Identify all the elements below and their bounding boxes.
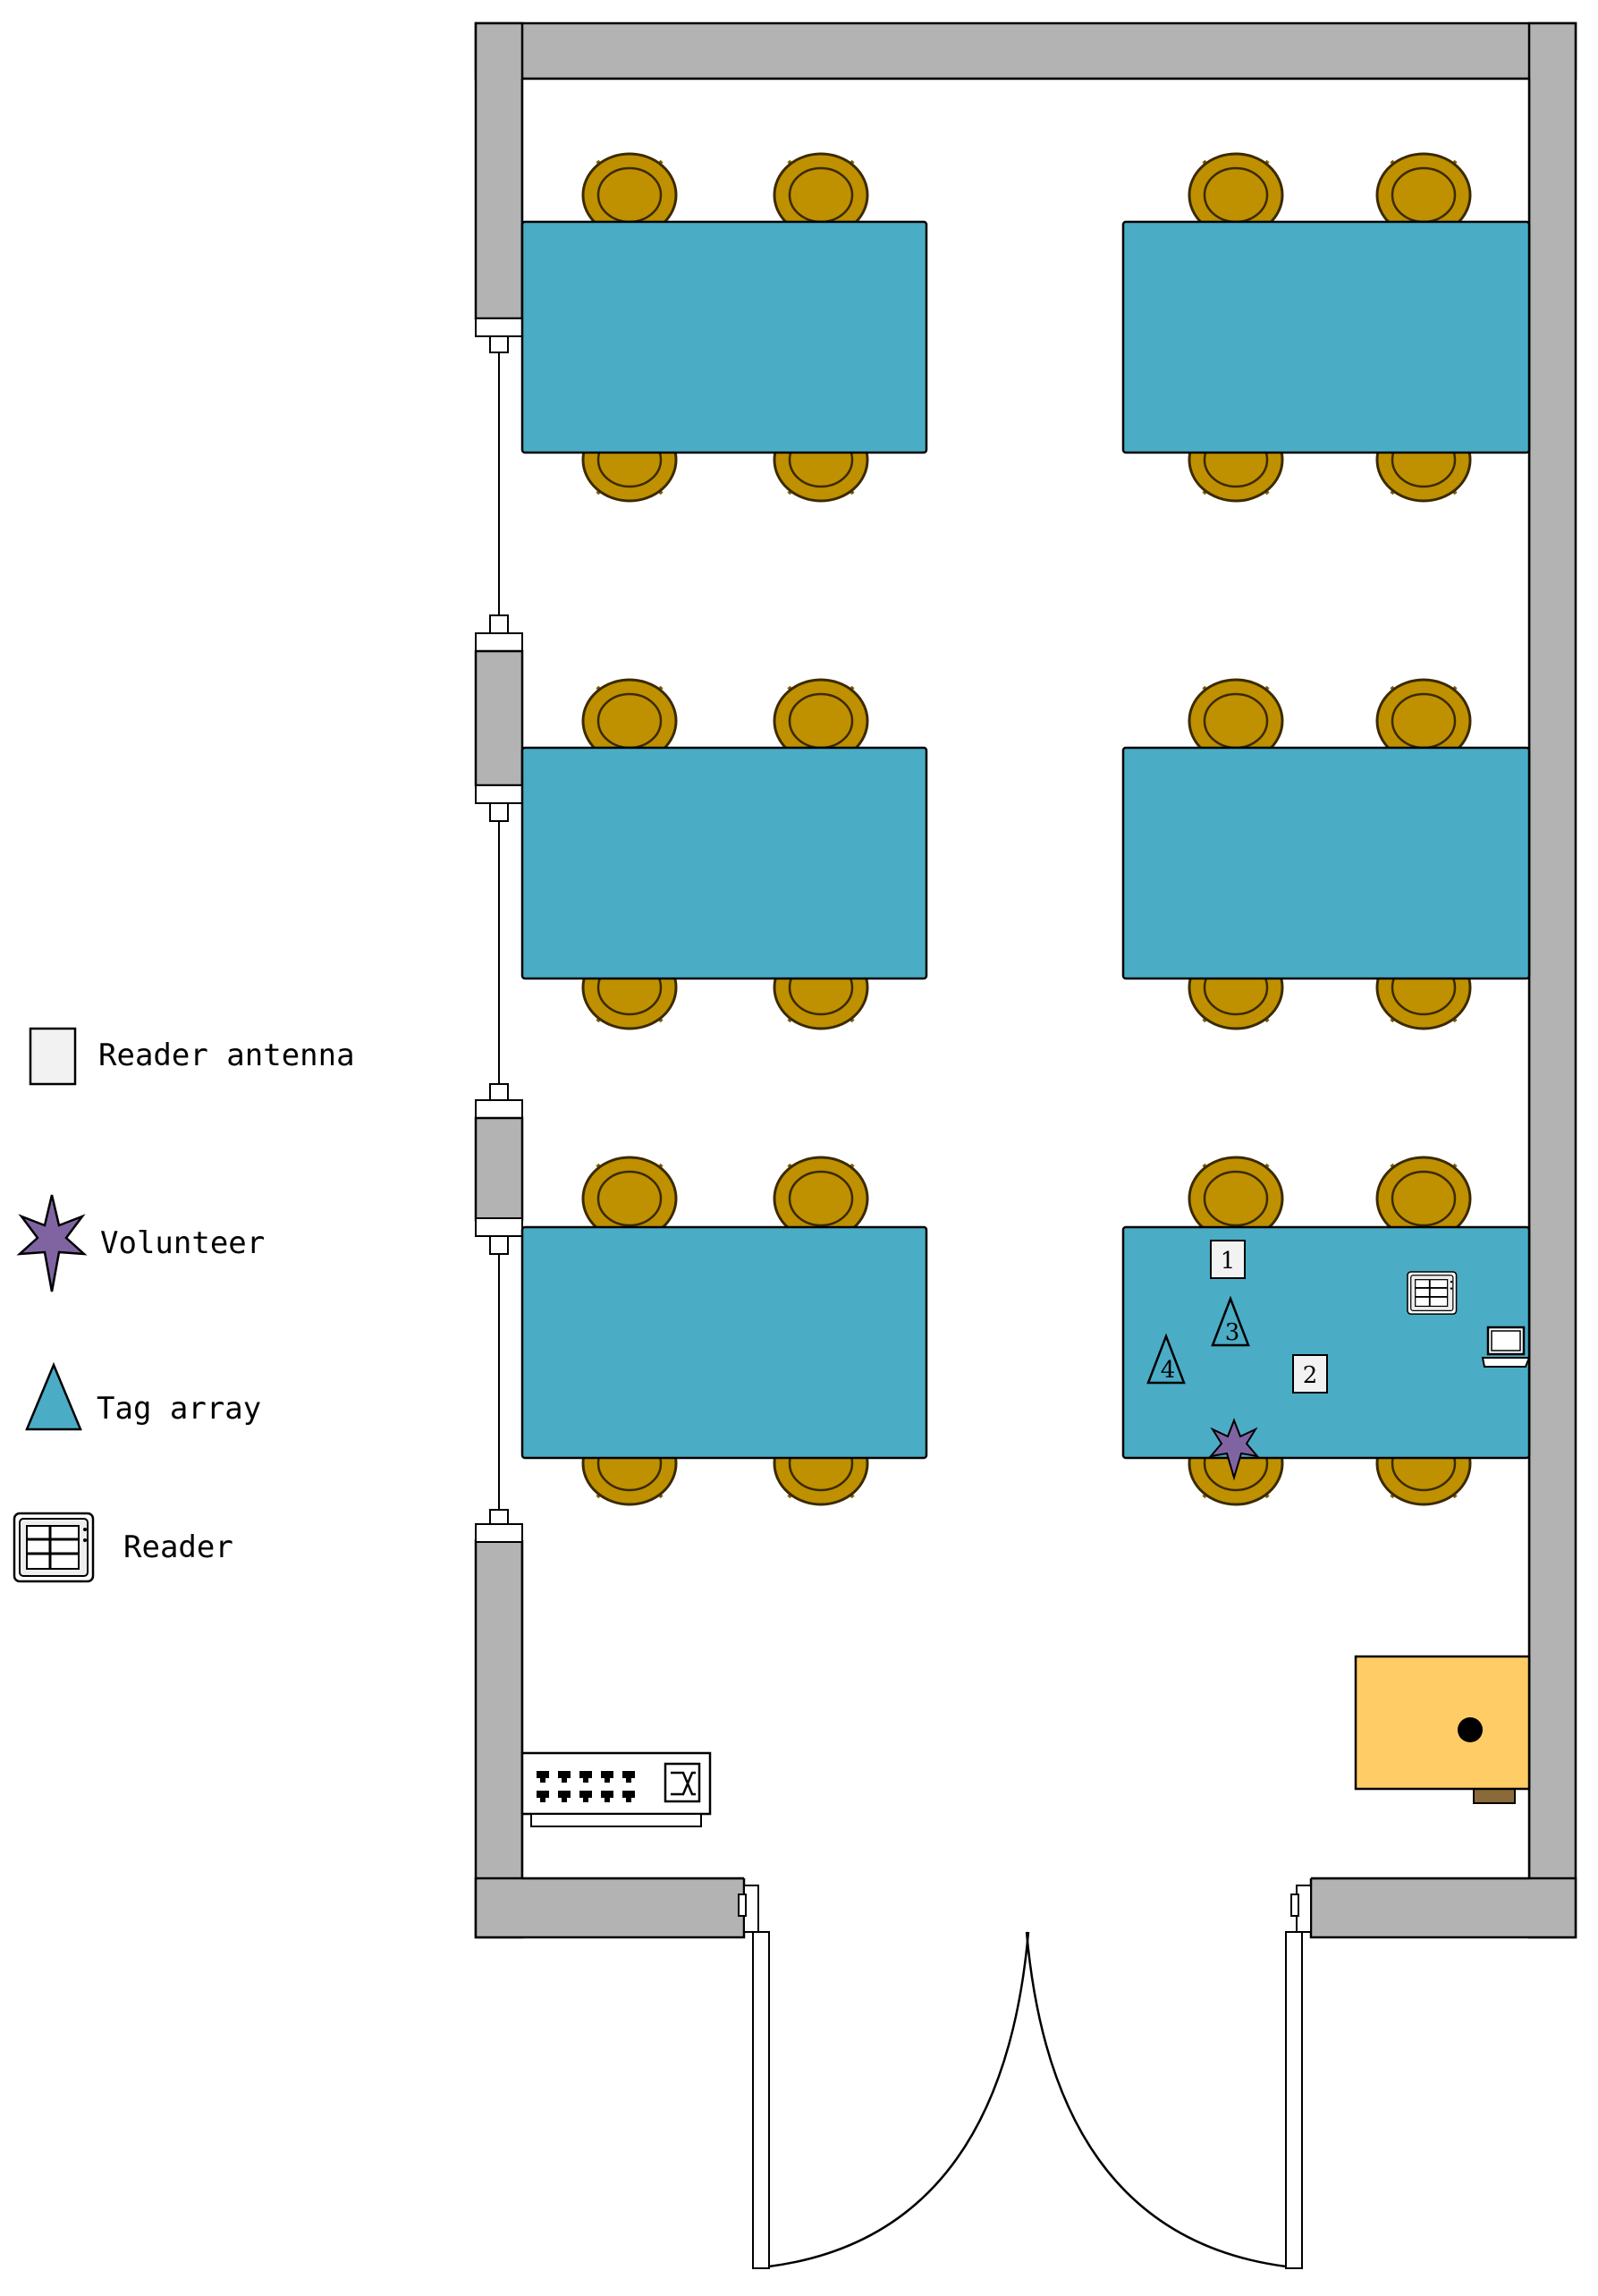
legend-reader-icon bbox=[13, 1512, 95, 1583]
legend bbox=[13, 1027, 95, 1583]
svg-text:2: 2 bbox=[1303, 1362, 1318, 1389]
legend-label-volunteer: Volunteer bbox=[100, 1225, 266, 1261]
legend-tag-triangle bbox=[25, 1361, 82, 1431]
svg-text:3: 3 bbox=[1225, 1319, 1240, 1346]
antenna-2: 2 bbox=[1292, 1354, 1328, 1394]
legend-label-tag: Tag array bbox=[97, 1391, 262, 1427]
table-3 bbox=[520, 746, 928, 980]
cabinet-icon bbox=[1354, 1655, 1531, 1804]
volunteer-star bbox=[1208, 1418, 1260, 1481]
double-door bbox=[738, 1885, 1312, 2269]
table-6 bbox=[1121, 1225, 1531, 1460]
legend-label-antenna: Reader antenna bbox=[98, 1038, 355, 1073]
antenna-1: 1 bbox=[1210, 1240, 1246, 1279]
table-2 bbox=[1121, 220, 1531, 454]
legend-antenna-swatch bbox=[29, 1027, 77, 1086]
svg-text:1: 1 bbox=[1221, 1248, 1236, 1275]
table-5 bbox=[520, 1225, 928, 1460]
windows bbox=[474, 318, 524, 1543]
tables bbox=[520, 220, 1531, 1460]
reader-icon bbox=[1407, 1271, 1458, 1316]
table-4 bbox=[1121, 746, 1531, 980]
legend-label-reader: Reader bbox=[123, 1529, 233, 1565]
table-1 bbox=[520, 220, 928, 454]
legend-volunteer-star bbox=[16, 1194, 88, 1292]
tag-array-4: 4 bbox=[1146, 1333, 1186, 1385]
tag-array-3: 3 bbox=[1211, 1295, 1250, 1347]
laptop-icon bbox=[1481, 1326, 1531, 1368]
svg-text:4: 4 bbox=[1161, 1357, 1176, 1384]
network-switch-icon bbox=[520, 1751, 712, 1827]
